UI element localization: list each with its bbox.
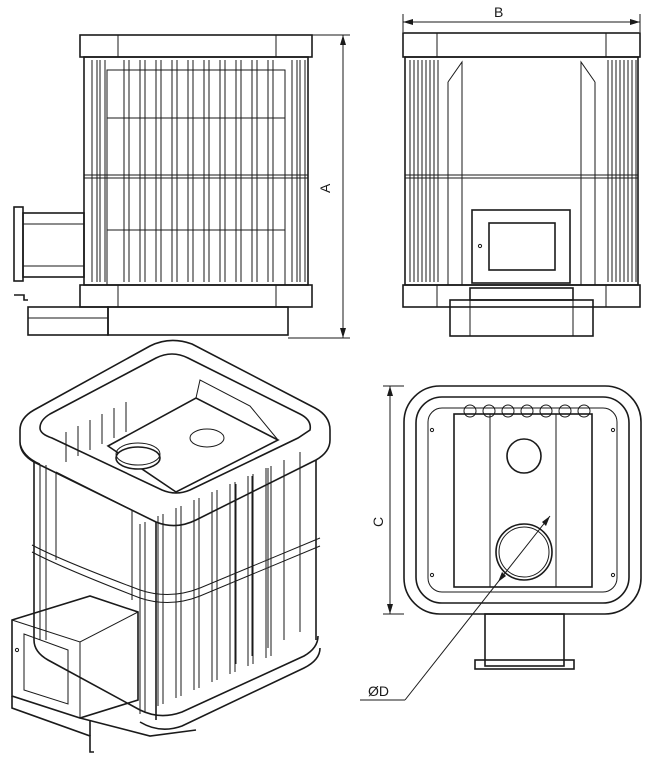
dimension-label-b: B [494,4,503,20]
side-view-bars [91,60,306,282]
top-view: C ØD [360,385,642,701]
stone [577,404,591,418]
stone [501,404,515,418]
chimney-hole [495,523,553,581]
stone [520,404,534,418]
dimension-label-d: ØD [368,683,389,699]
isometric-view [11,339,331,753]
side-view: A [13,34,350,339]
front-view: B [402,4,641,337]
chimney-collar [115,446,161,470]
stone [558,404,572,418]
stone [463,404,477,418]
stone [482,404,496,418]
isometric-view-bars [39,402,301,714]
stone [539,404,553,418]
front-view-bars [409,60,637,282]
top-view-stones [463,404,591,418]
dimension-label-a: A [317,183,333,193]
dimension-label-c: C [370,517,386,527]
